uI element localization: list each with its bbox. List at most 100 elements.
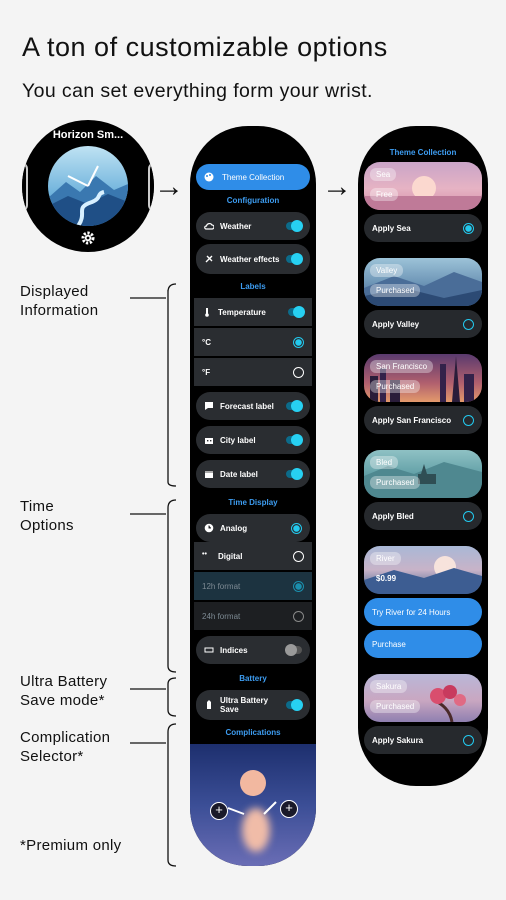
- theme-card-san-francisco[interactable]: San Francisco Purchased: [364, 354, 482, 402]
- apply-sea-radio[interactable]: [463, 222, 474, 234]
- analog-label: Analog: [220, 523, 248, 533]
- theme-collection-button[interactable]: Theme Collection: [196, 164, 310, 190]
- apply-san-francisco-button[interactable]: Apply San Francisco: [364, 406, 482, 434]
- apply-san-francisco-radio[interactable]: [463, 414, 474, 426]
- theme-card-sea[interactable]: Sea Free: [364, 162, 482, 210]
- apply-bled-label: Apply Bled: [372, 511, 414, 521]
- ultra-battery-toggle[interactable]: [286, 699, 303, 711]
- format-12h-option[interactable]: 12h format: [194, 572, 312, 600]
- format-24h-label: 24h format: [202, 611, 241, 621]
- message-icon: [205, 402, 213, 410]
- apply-sea-label: Apply Sea: [372, 223, 411, 233]
- theme-collection-label: Theme Collection: [222, 172, 285, 182]
- watch-side-right: [148, 162, 154, 212]
- digital-radio[interactable]: [293, 550, 304, 562]
- sea-water: [364, 196, 482, 210]
- analog-radio[interactable]: [291, 522, 302, 534]
- calendar-icon: [205, 471, 213, 478]
- labels-caption: Labels: [240, 282, 266, 291]
- sun-reflection: [242, 808, 270, 852]
- indices-toggle-row[interactable]: Indices: [196, 636, 310, 664]
- plus-icon[interactable]: +: [210, 802, 228, 820]
- city-label-label: City label: [220, 435, 256, 445]
- forecast-label-toggle[interactable]: [286, 400, 303, 412]
- theme-card-river[interactable]: River $0.99: [364, 546, 482, 594]
- city-label-toggle[interactable]: [286, 434, 303, 446]
- weather-effects-label: Weather effects: [220, 254, 280, 264]
- sun-shape: [240, 770, 266, 796]
- forecast-label-label: Forecast label: [220, 401, 274, 411]
- purchase-river-button[interactable]: Purchase: [364, 630, 482, 658]
- annotation-battery-save: Ultra Battery Save mode*: [20, 673, 108, 709]
- theme-card-valley[interactable]: Valley Purchased: [364, 258, 482, 306]
- try-river-button[interactable]: Try River for 24 Hours: [364, 598, 482, 626]
- ultra-battery-toggle-row[interactable]: Ultra Battery Save: [196, 690, 310, 720]
- weather-effects-icon: [205, 255, 213, 263]
- format-12h-label: 12h format: [202, 581, 241, 591]
- theme-card-sakura[interactable]: Sakura Purchased: [364, 674, 482, 722]
- date-label-toggle-row[interactable]: Date label: [196, 460, 310, 488]
- digital-label: Digital: [218, 551, 243, 561]
- thermometer-icon: [205, 308, 209, 317]
- apply-san-francisco-label: Apply San Francisco: [372, 415, 452, 425]
- complication-hands: [227, 801, 277, 815]
- configuration-caption: Configuration: [226, 196, 280, 205]
- digital-icon: ••: [202, 551, 207, 558]
- apply-valley-radio[interactable]: [463, 318, 474, 330]
- weather-toggle-row[interactable]: Weather: [196, 212, 310, 240]
- indices-icon: [204, 647, 214, 653]
- fahrenheit-option[interactable]: °F: [194, 358, 312, 386]
- weather-toggle[interactable]: [286, 220, 303, 232]
- settings-panel[interactable]: Theme Collection Configuration Weather W…: [190, 126, 316, 866]
- celsius-option[interactable]: °C: [194, 328, 312, 356]
- watch-side-left: [22, 162, 28, 212]
- fahrenheit-radio[interactable]: [293, 366, 304, 378]
- arrow-right-icon: →: [322, 170, 352, 203]
- temperature-toggle-row[interactable]: Temperature: [194, 298, 312, 326]
- time-display-caption: Time Display: [228, 498, 278, 507]
- annotation-displayed-information: Displayed Information: [20, 283, 99, 319]
- apply-bled-button[interactable]: Apply Bled: [364, 502, 482, 530]
- theme-status-chip: Purchased: [370, 380, 421, 393]
- valley-mountains: [364, 272, 482, 306]
- theme-collection-caption: Theme Collection: [389, 148, 457, 157]
- apply-bled-radio[interactable]: [463, 510, 474, 522]
- temperature-label: Temperature: [218, 307, 266, 317]
- theme-name-chip: Sakura: [370, 680, 408, 693]
- weather-effects-toggle-row[interactable]: Weather effects: [196, 244, 310, 274]
- celsius-radio[interactable]: [293, 336, 304, 348]
- theme-status-chip: Free: [370, 188, 399, 201]
- format-24h-radio[interactable]: [293, 610, 304, 622]
- date-label-toggle[interactable]: [286, 468, 303, 480]
- format-12h-radio[interactable]: [293, 580, 304, 592]
- apply-sea-button[interactable]: Apply Sea: [364, 214, 482, 242]
- apply-sakura-label: Apply Sakura: [372, 735, 424, 745]
- theme-collection-panel[interactable]: Theme Collection Sea Free Apply Sea Vall…: [358, 126, 488, 786]
- complication-preview: + +: [190, 744, 316, 866]
- theme-card-bled[interactable]: Bled Purchased: [364, 450, 482, 498]
- forecast-label-toggle-row[interactable]: Forecast label: [196, 392, 310, 420]
- page-subtitle: You can set everything form your wrist.: [22, 80, 373, 102]
- analog-option[interactable]: Analog: [196, 514, 310, 542]
- apply-sakura-button[interactable]: Apply Sakura: [364, 726, 482, 754]
- sakura-tree: [430, 685, 466, 722]
- theme-status-chip: Purchased: [370, 700, 421, 713]
- annotation-complication-selector: Complication Selector*: [20, 729, 111, 765]
- building-icon: [205, 438, 213, 444]
- city-skyline: [370, 356, 474, 402]
- page-title: A ton of customizable options: [22, 32, 388, 62]
- temperature-toggle[interactable]: [288, 306, 305, 318]
- gear-icon[interactable]: [80, 230, 96, 246]
- city-label-toggle-row[interactable]: City label: [196, 426, 310, 454]
- cloud-icon: [204, 222, 214, 230]
- weather-effects-toggle[interactable]: [286, 253, 303, 265]
- apply-valley-button[interactable]: Apply Valley: [364, 310, 482, 338]
- bled-island: [364, 462, 482, 498]
- format-24h-option[interactable]: 24h format: [194, 602, 312, 630]
- river-mountains: [364, 568, 482, 594]
- indices-toggle[interactable]: [285, 644, 302, 656]
- watch-face-preview: Horizon Sm...: [22, 120, 154, 252]
- apply-sakura-radio[interactable]: [463, 734, 474, 746]
- plus-icon[interactable]: +: [280, 800, 298, 818]
- digital-option[interactable]: •• Digital: [194, 542, 312, 570]
